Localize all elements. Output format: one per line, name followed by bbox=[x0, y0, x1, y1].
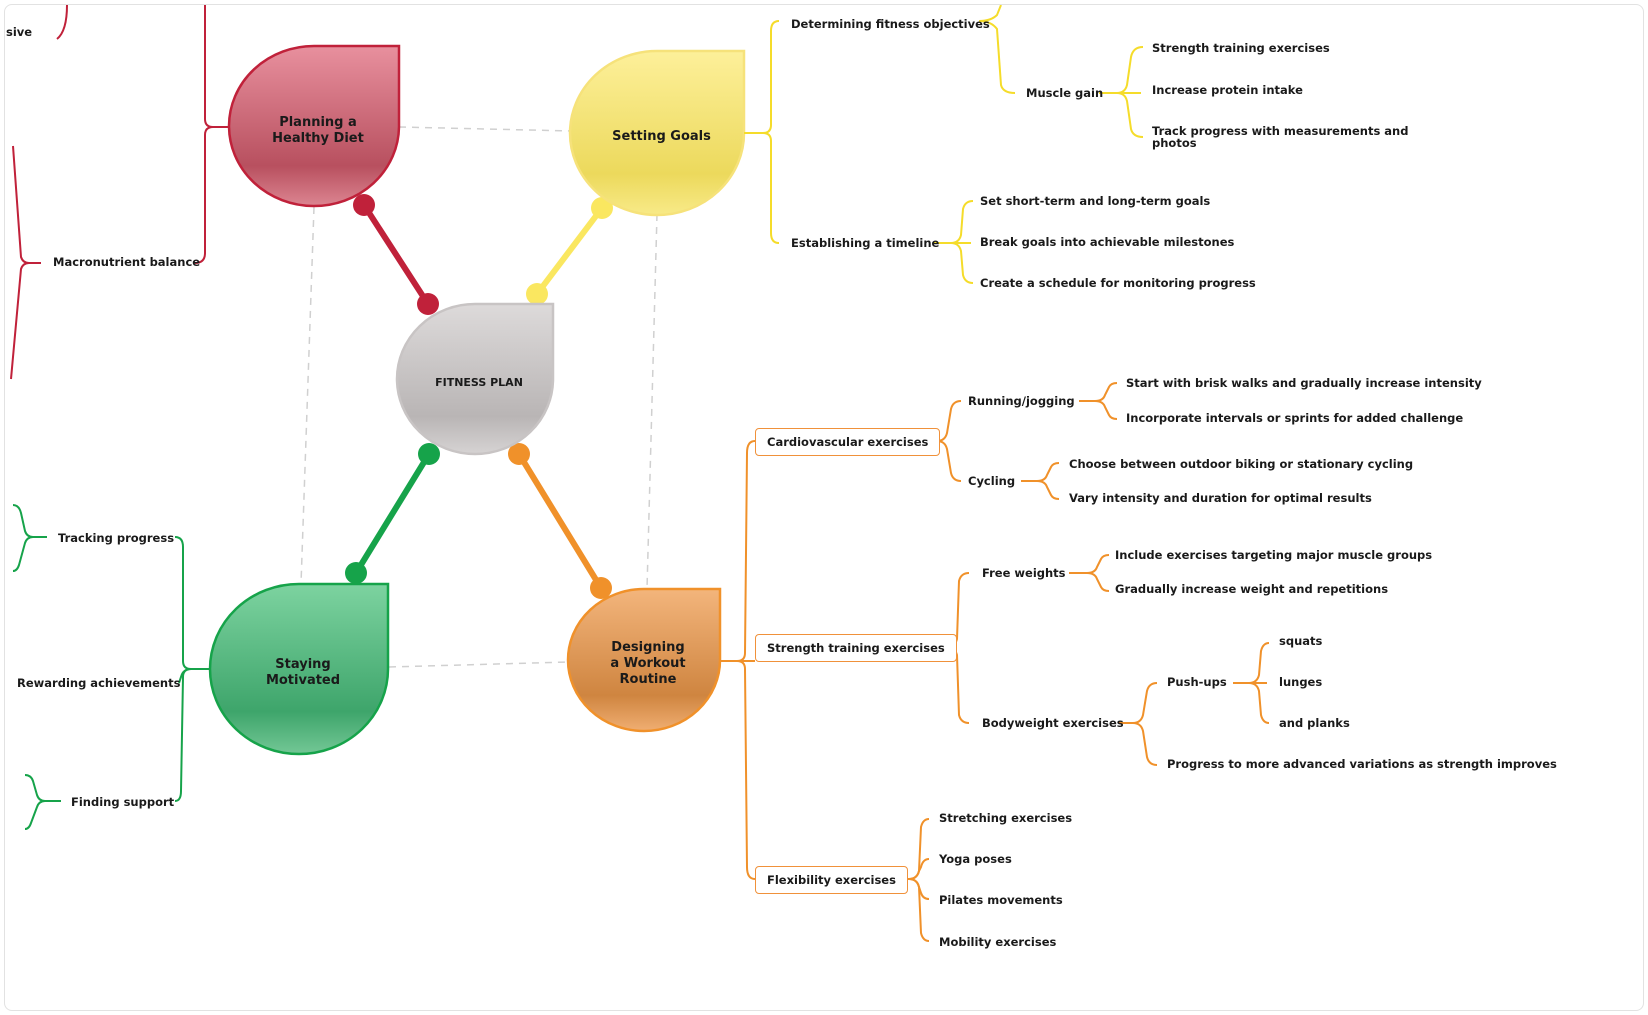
workout-item-flexibility[interactable]: Flexibility exercises bbox=[755, 866, 908, 894]
workout-sub-free-weights[interactable]: Free weights bbox=[982, 566, 1066, 580]
center-node-title[interactable]: FITNESS PLAN bbox=[435, 376, 523, 389]
workout-leaf-increase-weight[interactable]: Gradually increase weight and repetition… bbox=[1115, 582, 1389, 596]
workout-leaf-outdoor[interactable]: Choose between outdoor biking or station… bbox=[1069, 457, 1414, 471]
goals-leaf-milestones[interactable]: Break goals into achievable milestones bbox=[980, 235, 1235, 249]
diet-node-title[interactable]: Planning a Healthy Diet bbox=[272, 115, 364, 146]
goals-leaf-protein[interactable]: Increase protein intake bbox=[1152, 83, 1303, 97]
workout-leaf-squats[interactable]: squats bbox=[1279, 634, 1323, 648]
workout-branch-lines bbox=[720, 382, 1270, 942]
goals-node-shape[interactable] bbox=[568, 49, 746, 217]
workout-leaf-intervals[interactable]: Incorporate intervals or sprints for add… bbox=[1126, 411, 1464, 425]
workout-leaf-major-groups[interactable]: Include exercises targeting major muscle… bbox=[1115, 548, 1433, 562]
workout-leaf-mobility[interactable]: Mobility exercises bbox=[939, 935, 1057, 949]
workout-leaf-brisk[interactable]: Start with brisk walks and gradually inc… bbox=[1126, 376, 1482, 390]
workout-leaf-pilates[interactable]: Pilates movements bbox=[939, 893, 1063, 907]
goals-node-title[interactable]: Setting Goals bbox=[612, 129, 711, 144]
goals-item-muscle-gain[interactable]: Muscle gain bbox=[1026, 86, 1104, 100]
motivation-node-title[interactable]: Staying Motivated bbox=[265, 657, 341, 688]
diet-branch-lines bbox=[10, 5, 229, 380]
workout-leaf-lunges[interactable]: lunges bbox=[1279, 675, 1323, 689]
workout-sub-pushups[interactable]: Push-ups bbox=[1167, 675, 1227, 689]
motivation-item-rewarding[interactable]: Rewarding achievements bbox=[17, 676, 181, 690]
mind-map-canvas: Planning a Healthy Diet Setting Goals FI… bbox=[4, 4, 1644, 1011]
workout-leaf-progress-variations[interactable]: Progress to more advanced variations as … bbox=[1167, 757, 1557, 771]
workout-node-title[interactable]: Designing a Workout Routine bbox=[610, 640, 686, 687]
workout-leaf-stretching[interactable]: Stretching exercises bbox=[939, 811, 1073, 825]
goals-item-timeline[interactable]: Establishing a timeline bbox=[791, 236, 940, 250]
center-connectors bbox=[345, 194, 613, 599]
workout-leaf-yoga[interactable]: Yoga poses bbox=[939, 852, 1012, 866]
goals-item-objectives[interactable]: Determining fitness objectives bbox=[791, 17, 990, 31]
dashed-links bbox=[300, 126, 658, 668]
goals-leaf-short-long[interactable]: Set short-term and long-term goals bbox=[980, 194, 1211, 208]
diet-node-shape[interactable] bbox=[227, 44, 401, 208]
diet-item-truncated[interactable]: sive bbox=[6, 25, 33, 39]
motivation-item-tracking[interactable]: Tracking progress bbox=[58, 531, 175, 545]
motivation-node-shape[interactable] bbox=[208, 582, 390, 756]
workout-leaf-vary[interactable]: Vary intensity and duration for optimal … bbox=[1069, 491, 1372, 505]
goals-leaf-schedule[interactable]: Create a schedule for monitoring progres… bbox=[980, 276, 1256, 290]
center-node-shape[interactable] bbox=[395, 302, 555, 456]
workout-leaf-planks[interactable]: and planks bbox=[1279, 716, 1350, 730]
workout-node-shape[interactable] bbox=[566, 587, 722, 733]
diet-item-macronutrient[interactable]: Macronutrient balance bbox=[53, 255, 201, 269]
motivation-branch-lines bbox=[12, 504, 210, 830]
goals-leaf-track[interactable]: Track progress with measurements and pho… bbox=[1152, 124, 1409, 150]
workout-sub-bodyweight[interactable]: Bodyweight exercises bbox=[982, 716, 1124, 730]
workout-item-cardio[interactable]: Cardiovascular exercises bbox=[755, 428, 941, 456]
connector-layer bbox=[10, 5, 1270, 942]
workout-sub-running[interactable]: Running/jogging bbox=[968, 394, 1075, 408]
goals-branch-lines bbox=[744, 5, 1144, 284]
goals-leaf-strength[interactable]: Strength training exercises bbox=[1152, 41, 1330, 55]
workout-sub-cycling[interactable]: Cycling bbox=[968, 474, 1016, 488]
workout-item-strength[interactable]: Strength training exercises bbox=[755, 634, 957, 662]
motivation-item-support[interactable]: Finding support bbox=[71, 795, 175, 809]
